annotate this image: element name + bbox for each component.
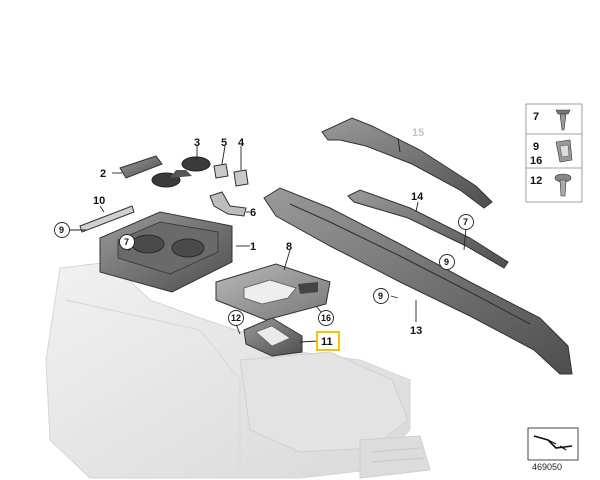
svg-text:9: 9 bbox=[378, 291, 383, 301]
legend-label-9: 9 bbox=[533, 141, 539, 153]
callout-14: 14 bbox=[411, 191, 424, 203]
svg-text:7: 7 bbox=[124, 237, 129, 247]
bolt-icon bbox=[554, 173, 572, 197]
callout-11: 11 bbox=[321, 336, 333, 348]
circled-callout-9-right: 9 bbox=[439, 254, 455, 270]
fastener-legend: 7 9 16 12 bbox=[525, 103, 583, 203]
part-side-panel-13[interactable] bbox=[263, 187, 573, 375]
callout-11-highlight[interactable]: 11 bbox=[316, 331, 340, 351]
reference-box: 469050 bbox=[527, 427, 579, 472]
legend-label-7: 7 bbox=[533, 111, 539, 123]
svg-text:7: 7 bbox=[463, 217, 468, 227]
svg-text:9: 9 bbox=[444, 257, 449, 267]
circled-callout-7-right: 7 bbox=[458, 214, 474, 230]
callout-4: 4 bbox=[238, 137, 245, 149]
clip-icon bbox=[555, 139, 573, 163]
ghost-centre-console bbox=[45, 261, 431, 479]
part-gear-surround[interactable] bbox=[215, 263, 331, 321]
legend-label-16: 16 bbox=[530, 155, 542, 167]
part-clip-4[interactable] bbox=[233, 169, 249, 187]
callout-13: 13 bbox=[410, 325, 422, 337]
callout-15: 15 bbox=[412, 127, 424, 139]
circled-callout-9-middle: 9 bbox=[373, 288, 389, 304]
circled-callout-12: 12 bbox=[228, 310, 244, 326]
legend-label-12: 12 bbox=[530, 175, 542, 187]
circled-callouts: 9 7 12 16 9 7 9 bbox=[54, 214, 474, 326]
svg-text:9: 9 bbox=[59, 225, 64, 235]
svg-text:16: 16 bbox=[321, 313, 331, 323]
screw-icon bbox=[555, 109, 571, 131]
callout-6: 6 bbox=[250, 207, 256, 219]
callout-numbers: 1 2 3 5 4 6 10 8 15 14 13 bbox=[93, 127, 424, 337]
part-cupholder-insert[interactable] bbox=[151, 156, 211, 188]
callout-10: 10 bbox=[93, 195, 105, 207]
part-bracket[interactable] bbox=[209, 191, 247, 217]
part-cupholder-base[interactable] bbox=[99, 211, 233, 293]
callout-8: 8 bbox=[286, 241, 292, 253]
circled-callout-16: 16 bbox=[318, 310, 334, 326]
part-cover-11[interactable] bbox=[243, 317, 303, 357]
circled-callout-9-left: 9 bbox=[54, 222, 70, 238]
vehicle-orientation-icon bbox=[533, 435, 573, 451]
callout-1: 1 bbox=[250, 241, 256, 253]
callout-2: 2 bbox=[100, 168, 106, 180]
circled-callout-7-left: 7 bbox=[119, 234, 135, 250]
part-sliding-cover[interactable] bbox=[119, 155, 163, 179]
part-trim-15[interactable] bbox=[321, 117, 493, 209]
callout-5: 5 bbox=[221, 137, 227, 149]
svg-text:12: 12 bbox=[231, 313, 241, 323]
callout-3: 3 bbox=[194, 137, 200, 149]
reference-number: 469050 bbox=[532, 462, 562, 472]
part-trim-14[interactable] bbox=[347, 189, 509, 269]
part-clip-5[interactable] bbox=[213, 163, 229, 179]
